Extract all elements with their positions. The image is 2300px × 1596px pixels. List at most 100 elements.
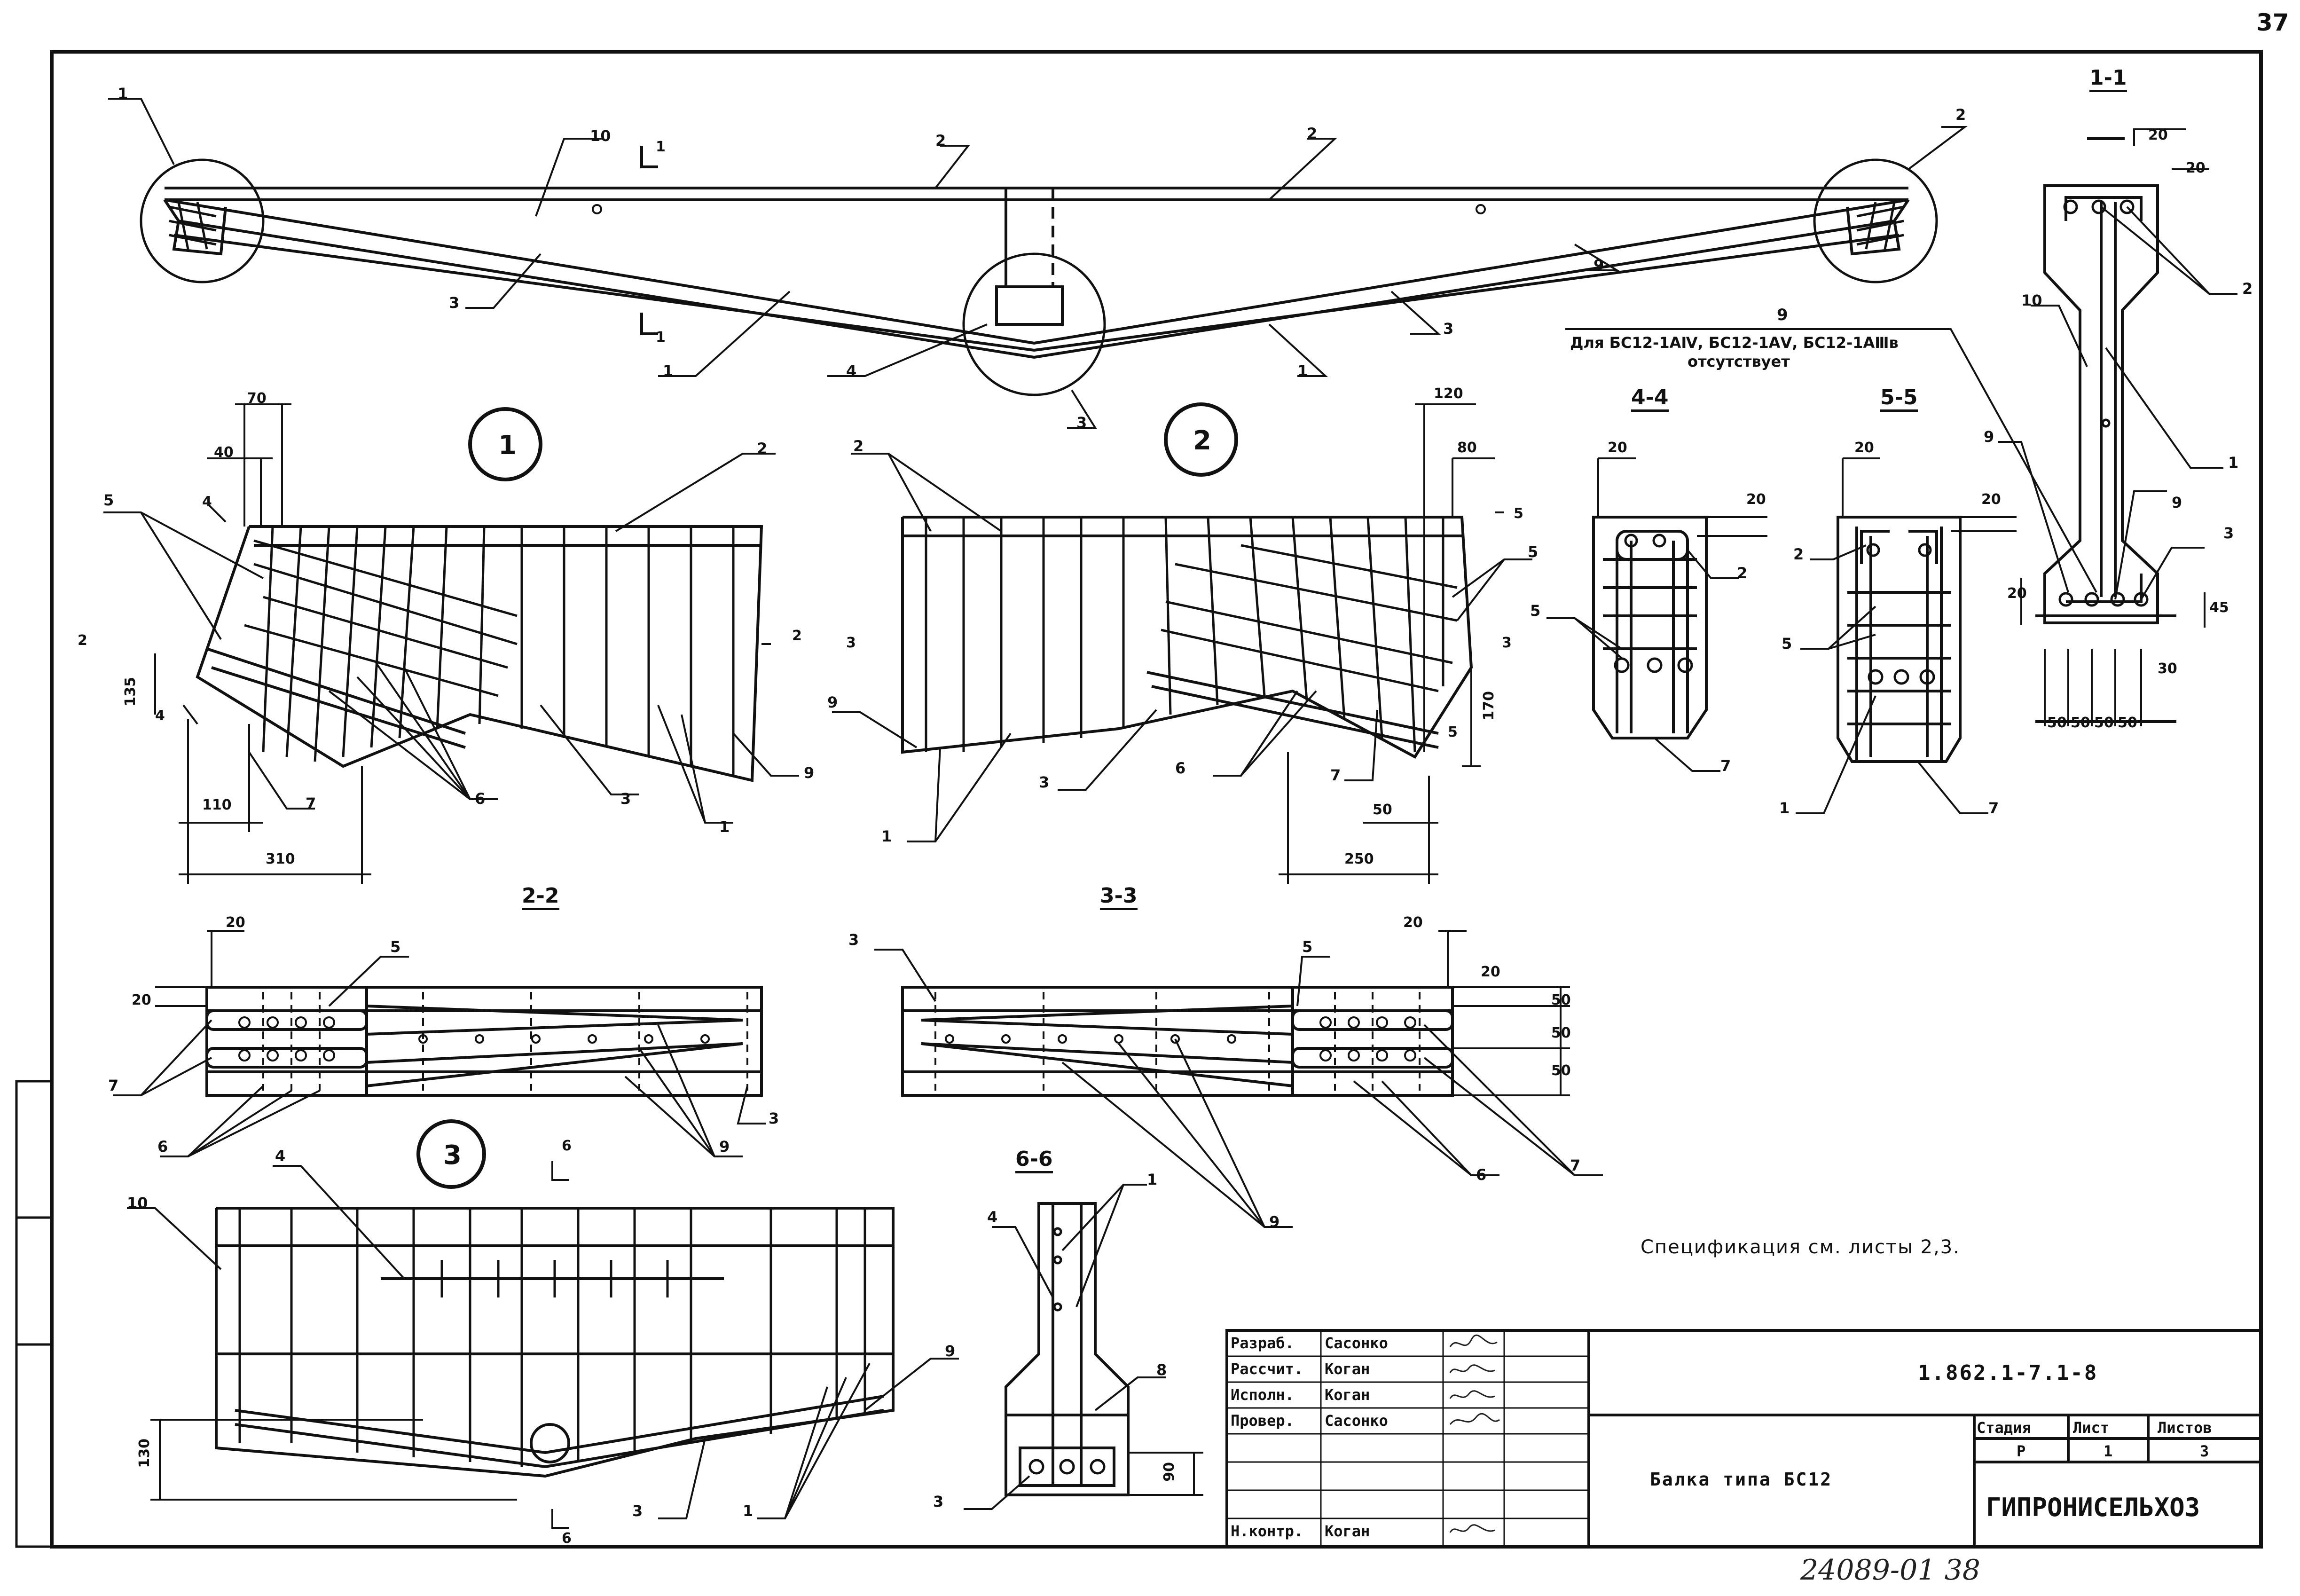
mark-1-s11: 1 xyxy=(2228,454,2239,472)
cut-5-d2-top: 5 xyxy=(1514,505,1523,522)
mark-6-s33: 6 xyxy=(1476,1166,1487,1184)
dim-d1-135: 135 xyxy=(122,677,139,707)
mark-3-s33: 3 xyxy=(848,931,859,949)
section-5-5-drawing xyxy=(1837,516,1962,763)
section-2-2-leaders xyxy=(113,930,766,1157)
detail-circle-2 xyxy=(1813,158,1938,283)
cut-2-d1-right: 2 xyxy=(792,628,802,644)
beam-leaders xyxy=(108,98,1968,429)
mark-3-beam-right: 3 xyxy=(1443,320,1454,338)
beam-cut-marks xyxy=(640,146,658,335)
mark-3-d3: 3 xyxy=(632,1502,643,1520)
dim-1-1-50-a: 50 xyxy=(2047,715,2067,731)
mark-10-beam: 10 xyxy=(590,127,611,145)
dim-d2-80: 80 xyxy=(1457,440,1477,456)
detail-2-dims xyxy=(1279,403,1504,884)
section-1-1-leaders xyxy=(1998,206,2237,600)
mark-1-beam-midright: 1 xyxy=(1297,362,1308,380)
tb-name-2: Коган xyxy=(1325,1360,1370,1378)
tb-name-1: Сасонко xyxy=(1325,1334,1388,1352)
mark-10-d3: 10 xyxy=(127,1194,148,1212)
mark-5-s44: 5 xyxy=(1530,602,1541,620)
cut-4-d1-top: 4 xyxy=(202,494,212,510)
mark-5-d1: 5 xyxy=(103,491,114,509)
section-title-5-5: 5-5 xyxy=(1880,385,1918,412)
mark-5-s55: 5 xyxy=(1782,635,1792,653)
dim-s44-20-top: 20 xyxy=(1608,440,1627,456)
section-3-3-drawing xyxy=(901,986,1454,1097)
dim-s33-20-top: 20 xyxy=(1403,914,1423,931)
detail-1-dims xyxy=(154,403,771,884)
dim-s55-20-side: 20 xyxy=(1981,491,2001,508)
mark-5-d2: 5 xyxy=(1528,543,1539,561)
mark-2-beam-right: 2 xyxy=(1955,106,1966,124)
detail-2-drawing xyxy=(901,516,1473,759)
dim-d2-50: 50 xyxy=(1373,802,1392,818)
section-title-1-1: 1-1 xyxy=(2089,66,2127,92)
mark-3-s66: 3 xyxy=(933,1493,944,1510)
section-3-3-dims xyxy=(874,930,1603,1228)
mark-4-beam: 4 xyxy=(846,362,857,380)
mark-2-d2: 2 xyxy=(853,437,864,455)
tb-role-3: Исполн. xyxy=(1231,1386,1294,1404)
section-4-4-bars xyxy=(1614,534,1693,673)
mark-7-s44: 7 xyxy=(1720,757,1731,775)
detail-badge-1-label: 1 xyxy=(498,430,517,461)
mark-6-s22: 6 xyxy=(157,1138,168,1156)
tb-sheets-header: Листов xyxy=(2158,1419,2212,1437)
dim-1-1-20-bottom: 20 xyxy=(2007,585,2027,602)
cut-6-d3-top: 6 xyxy=(562,1138,572,1154)
mark-1-d3: 1 xyxy=(743,1502,754,1520)
dim-d1-70: 70 xyxy=(247,390,267,407)
mark-8-s66: 8 xyxy=(1156,1361,1167,1379)
mark-9-d1: 9 xyxy=(804,764,815,782)
dim-s33-50-b: 50 xyxy=(1551,1025,1571,1041)
section-title-3-3: 3-3 xyxy=(1100,884,1138,910)
tb-sheet: 1 xyxy=(2104,1442,2113,1460)
detail-3-stirrups xyxy=(238,1208,866,1467)
cut-6-d3-bottom: 6 xyxy=(562,1530,572,1547)
dim-d2-250: 250 xyxy=(1344,851,1374,867)
dim-1-1-50-b: 50 xyxy=(2071,715,2090,731)
section-2-2-holes xyxy=(238,1016,710,1061)
bottom-stamp: 24089-01 38 xyxy=(1800,1554,1980,1587)
dim-s33-50-a: 50 xyxy=(1551,992,1571,1008)
mark-9-d2: 9 xyxy=(827,693,838,711)
mark-10-s11: 10 xyxy=(2021,291,2042,309)
dim-d1-40: 40 xyxy=(214,444,234,461)
dim-d3-130: 130 xyxy=(136,1439,153,1468)
section-6-6-leaders xyxy=(964,1184,1203,1510)
dim-1-1-50-c: 50 xyxy=(2094,715,2114,731)
dim-d2-120: 120 xyxy=(1434,385,1463,402)
mark-5-s22: 5 xyxy=(390,938,401,956)
mark-2-d1: 2 xyxy=(757,440,768,457)
binding-strip xyxy=(15,1080,53,1548)
detail-1-leaders xyxy=(103,453,799,824)
mark-3-s22: 3 xyxy=(769,1109,779,1127)
signatures xyxy=(1449,1334,1500,1533)
sheet-number: 37 xyxy=(2256,9,2289,36)
tb-stage: Р xyxy=(2017,1442,2026,1460)
cut-5-d2-bottom: 5 xyxy=(1448,724,1458,740)
dim-1-1-45: 45 xyxy=(2209,599,2229,616)
cut-1-bottom: 1 xyxy=(656,329,666,346)
mark-9-s11-right: 9 xyxy=(2172,494,2182,511)
section-3-3-stirrups xyxy=(934,992,1421,1091)
note-9-line1: Для БС12-1АⅣ, БС12-1АⅤ, БС12-1АⅢв xyxy=(1570,334,1899,352)
tb-sheets: 3 xyxy=(2200,1442,2209,1460)
dim-s66-90: 90 xyxy=(1161,1462,1177,1482)
title-block-frame xyxy=(1225,1329,2262,1548)
tb-org: ГИПРОНИСЕЛЬХОЗ xyxy=(1986,1493,2200,1522)
tb-stage-header: Стадия xyxy=(1977,1419,2031,1437)
beam-hole-right xyxy=(1476,204,1486,214)
mark-3-d1: 3 xyxy=(620,790,631,808)
detail-3-leaders xyxy=(127,1165,959,1519)
mark-6-d1: 6 xyxy=(475,790,486,808)
section-2-2-drawing xyxy=(205,986,763,1097)
dim-s44-20-side: 20 xyxy=(1746,491,1766,508)
tb-title: Балка типа БС12 xyxy=(1650,1469,1833,1490)
section-1-1-bars xyxy=(2058,199,2149,607)
detail-3-dims xyxy=(150,1161,569,1529)
mark-3-beam-mid: 3 xyxy=(1076,414,1087,432)
mark-3-s11: 3 xyxy=(2223,524,2234,542)
